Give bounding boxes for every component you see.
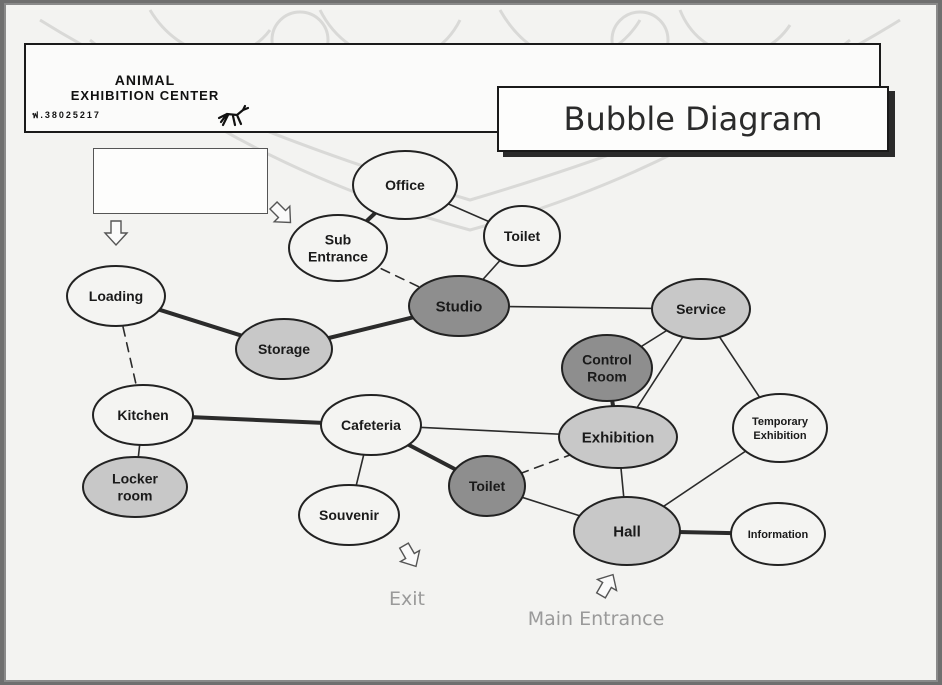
title-box: Bubble Diagram	[497, 86, 889, 152]
label-loading-line-0: Loading	[89, 288, 143, 304]
node-cafeteria: Cafeteria	[320, 394, 422, 456]
label-service-line-0: Service	[676, 301, 726, 317]
bubble-toilet-bottom	[448, 455, 526, 517]
node-hall: Hall	[573, 496, 681, 566]
label-locker-room-line-1: room	[118, 488, 153, 504]
logo-title: ANIMAL	[114, 72, 176, 88]
node-exhibition: Exhibition	[558, 405, 678, 469]
page-title: Bubble Diagram	[563, 100, 823, 138]
label-sub-entrance-line-1: Entrance	[308, 249, 368, 265]
label-souvenir-line-0: Souvenir	[319, 507, 379, 523]
bubble-studio	[408, 275, 510, 337]
label-hall-line-0: Hall	[613, 523, 641, 540]
label-office-line-0: Office	[385, 177, 425, 193]
node-information: Information	[730, 502, 826, 566]
bubble-cafeteria	[320, 394, 422, 456]
label-control-room-line-0: Control	[582, 352, 632, 368]
bubble-kitchen	[92, 384, 194, 446]
label-toilet-top-line-0: Toilet	[504, 228, 541, 244]
bubble-storage	[235, 318, 333, 380]
bubble-toilet-top	[483, 205, 561, 267]
down-right-arrow-icon	[268, 200, 292, 224]
bubble-sub-entrance	[288, 214, 388, 282]
label-studio-line-0: Studio	[436, 298, 483, 315]
label-cafeteria-line-0: Cafeteria	[341, 417, 401, 433]
blank-label-box	[93, 148, 268, 214]
node-souvenir: Souvenir	[298, 484, 400, 546]
node-studio: Studio	[408, 275, 510, 337]
node-toilet-bottom: Toilet	[448, 455, 526, 517]
label-kitchen-line-0: Kitchen	[117, 407, 168, 423]
bubble-loading	[66, 265, 166, 327]
label-sub-entrance-line-0: Sub	[325, 232, 351, 248]
node-service: Service	[651, 278, 751, 340]
bubble-office	[352, 150, 458, 220]
exit-label: Exit	[389, 588, 425, 610]
bubble-souvenir	[298, 484, 400, 546]
label-storage-line-0: Storage	[258, 341, 310, 357]
label-information-line-0: Information	[748, 529, 809, 541]
deer-icon	[217, 104, 250, 127]
node-toilet-top: Toilet	[483, 205, 561, 267]
node-office: Office	[352, 150, 458, 220]
node-storage: Storage	[235, 318, 333, 380]
bubble-control-room	[561, 334, 653, 402]
bubble-information	[730, 502, 826, 566]
bubble-temporary-exhibition	[732, 393, 828, 463]
label-toilet-bottom-line-0: Toilet	[469, 478, 506, 494]
label-temporary-exhibition-line-0: Temporary	[752, 416, 809, 428]
label-temporary-exhibition-line-1: Exhibition	[753, 430, 806, 442]
logo-subtitle: EXHIBITION CENTER	[70, 88, 220, 103]
bubble-exhibition	[558, 405, 678, 469]
label-exhibition-line-0: Exhibition	[582, 429, 655, 446]
logo: ANIMAL EXHIBITION CENTER ฟ.38025217	[30, 72, 270, 132]
label-control-room-line-1: Room	[587, 369, 627, 385]
bubble-hall	[573, 496, 681, 566]
node-kitchen: Kitchen	[92, 384, 194, 446]
node-loading: Loading	[66, 265, 166, 327]
bubble-locker-room	[82, 456, 188, 518]
down-arrow-icon	[103, 220, 129, 247]
entrance-arrow-icon	[595, 573, 618, 599]
label-locker-room-line-0: Locker	[112, 471, 158, 487]
main-entrance-label: Main Entrance	[528, 608, 665, 630]
bubble-service	[651, 278, 751, 340]
logo-code: ฟ.38025217	[32, 110, 101, 120]
exit-arrow-icon	[398, 542, 421, 568]
